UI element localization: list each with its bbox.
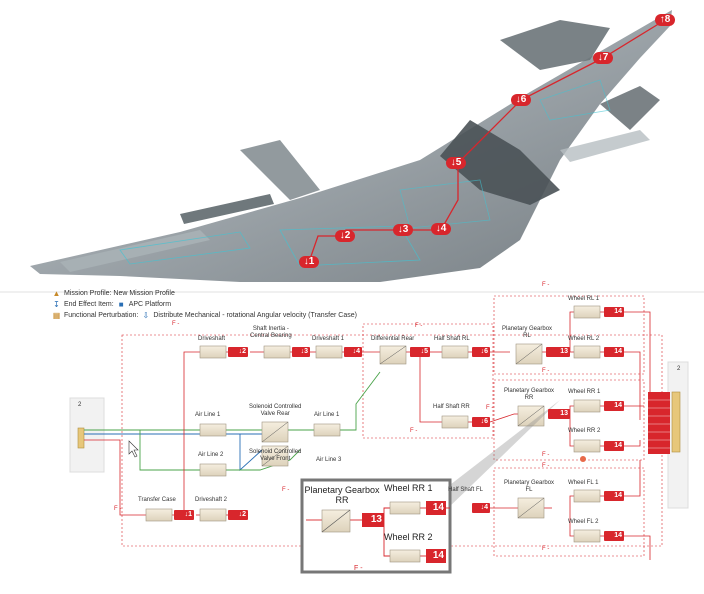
air-line-1-left-block[interactable] bbox=[199, 423, 227, 437]
air-line-2-block[interactable] bbox=[199, 463, 227, 477]
half-shaft-rr-block[interactable] bbox=[441, 415, 469, 429]
wheel-rr-1-block[interactable] bbox=[573, 399, 601, 413]
zoom-callout-wedge bbox=[446, 400, 560, 510]
warning-dot bbox=[580, 456, 586, 462]
wheel-fl-1-block[interactable] bbox=[573, 489, 601, 503]
output-badge-column bbox=[648, 392, 670, 454]
wheel-rl-2-block[interactable] bbox=[573, 345, 601, 359]
driveshaft-2-block[interactable] bbox=[199, 508, 227, 522]
air-line-1-right-block[interactable] bbox=[313, 423, 341, 437]
left-port-panel bbox=[69, 397, 105, 473]
shaft-inertia-block[interactable] bbox=[263, 345, 291, 359]
wheel-fl-2-block[interactable] bbox=[573, 529, 601, 543]
driveshaft-block[interactable] bbox=[199, 345, 227, 359]
transfer-case-block[interactable] bbox=[145, 508, 173, 522]
half-shaft-rl-block[interactable] bbox=[441, 345, 469, 359]
wheel-rr-2-block[interactable] bbox=[573, 439, 601, 453]
zoom-panel bbox=[300, 478, 452, 574]
mouse-cursor bbox=[128, 440, 139, 458]
jet-aircraft-image bbox=[30, 10, 672, 282]
wheel-rl-1-block[interactable] bbox=[573, 305, 601, 319]
driveshaft-1-block[interactable] bbox=[315, 345, 343, 359]
